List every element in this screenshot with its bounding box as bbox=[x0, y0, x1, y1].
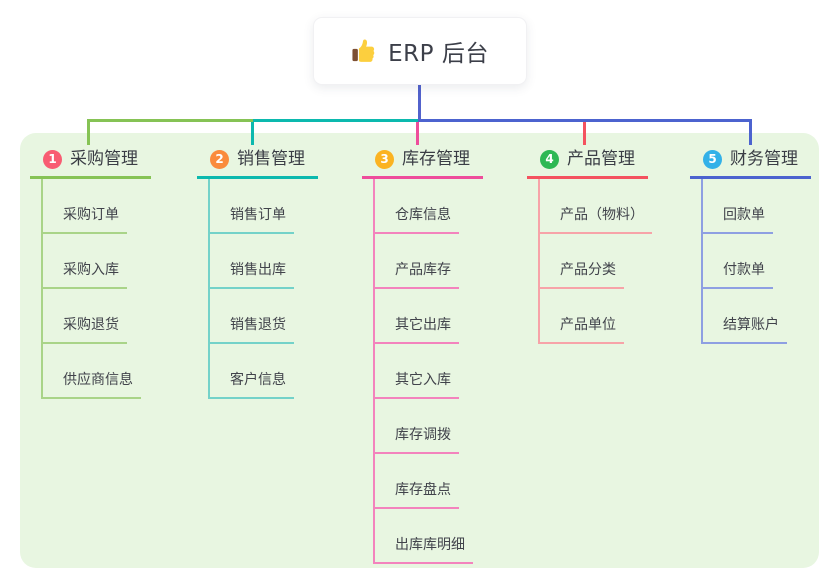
branch-5: 5 财务管理 回款单付款单结算账户 bbox=[690, 145, 811, 344]
branch-3-child-5[interactable]: 库存调拨 bbox=[375, 399, 473, 454]
branch-number-badge: 2 bbox=[210, 149, 229, 169]
branch-3-child-6[interactable]: 库存盘点 bbox=[375, 454, 473, 509]
root-connector-line bbox=[418, 85, 421, 122]
branch-title-label: 采购管理 bbox=[70, 149, 138, 169]
branches-panel bbox=[20, 133, 819, 568]
branch-1-child-4[interactable]: 供应商信息 bbox=[43, 344, 141, 399]
branch-4-child-1[interactable]: 产品（物料） bbox=[540, 179, 652, 234]
child-label: 产品（物料） bbox=[540, 204, 652, 234]
branch-drop-line-2 bbox=[251, 122, 254, 145]
branch-number-badge: 3 bbox=[375, 149, 394, 169]
branch-3-child-1[interactable]: 仓库信息 bbox=[375, 179, 473, 234]
branch-4: 4 产品管理 产品（物料） 产品分类产品单位 bbox=[527, 145, 652, 344]
child-label: 采购订单 bbox=[43, 204, 127, 234]
child-label: 库存盘点 bbox=[375, 479, 459, 509]
branch-3: 3 库存管理 仓库信息产品库存其它出库其它入库库存调拨库存盘点出库库明细 bbox=[362, 145, 483, 564]
branch-1-child-3[interactable]: 采购退货 bbox=[43, 289, 141, 344]
branch-number-badge: 1 bbox=[43, 149, 62, 169]
branch-title[interactable]: 5 财务管理 bbox=[690, 145, 811, 179]
child-label: 销售出库 bbox=[210, 259, 294, 289]
branch-1-child-1[interactable]: 采购订单 bbox=[43, 179, 141, 234]
child-label: 其它出库 bbox=[375, 314, 459, 344]
branch-2-child-1[interactable]: 销售订单 bbox=[210, 179, 294, 234]
child-label: 其它入库 bbox=[375, 369, 459, 399]
branch-children: 回款单付款单结算账户 bbox=[701, 179, 787, 344]
root-node[interactable]: ERP 后台 bbox=[313, 17, 527, 85]
branch-3-child-7[interactable]: 出库库明细 bbox=[375, 509, 473, 564]
branch-drop-line-4 bbox=[583, 122, 586, 145]
branch-1-child-2[interactable]: 采购入库 bbox=[43, 234, 141, 289]
branch-title[interactable]: 1 采购管理 bbox=[30, 145, 151, 179]
branch-3-child-2[interactable]: 产品库存 bbox=[375, 234, 473, 289]
child-label: 库存调拨 bbox=[375, 424, 459, 454]
branch-2-child-3[interactable]: 销售退货 bbox=[210, 289, 294, 344]
branch-3-child-4[interactable]: 其它入库 bbox=[375, 344, 473, 399]
bus-segment-2 bbox=[253, 119, 418, 122]
branch-2-child-4[interactable]: 客户信息 bbox=[210, 344, 294, 399]
branch-title[interactable]: 3 库存管理 bbox=[362, 145, 483, 179]
child-label: 产品库存 bbox=[375, 259, 459, 289]
child-label: 产品分类 bbox=[540, 259, 624, 289]
child-label: 结算账户 bbox=[703, 314, 787, 344]
branch-children: 采购订单采购入库采购退货供应商信息 bbox=[41, 179, 141, 399]
branch-2-child-2[interactable]: 销售出库 bbox=[210, 234, 294, 289]
branch-title[interactable]: 4 产品管理 bbox=[527, 145, 648, 179]
child-label: 采购退货 bbox=[43, 314, 127, 344]
branch-title-label: 销售管理 bbox=[237, 149, 305, 169]
child-label: 销售退货 bbox=[210, 314, 294, 344]
child-label: 出库库明细 bbox=[375, 534, 473, 564]
branch-title-label: 产品管理 bbox=[567, 149, 635, 169]
root-title: ERP 后台 bbox=[388, 41, 489, 67]
branch-5-child-1[interactable]: 回款单 bbox=[703, 179, 787, 234]
branch-1: 1 采购管理 采购订单采购入库采购退货供应商信息 bbox=[30, 145, 151, 399]
child-label: 供应商信息 bbox=[43, 369, 141, 399]
child-label: 客户信息 bbox=[210, 369, 294, 399]
branch-title-label: 财务管理 bbox=[730, 149, 798, 169]
thumbs-up-icon bbox=[351, 38, 377, 64]
branch-4-child-3[interactable]: 产品单位 bbox=[540, 289, 652, 344]
branch-children: 产品（物料） 产品分类产品单位 bbox=[538, 179, 652, 344]
branch-5-child-3[interactable]: 结算账户 bbox=[703, 289, 787, 344]
branch-title-label: 库存管理 bbox=[402, 149, 470, 169]
child-label: 采购入库 bbox=[43, 259, 127, 289]
child-label: 回款单 bbox=[703, 204, 773, 234]
bus-segment-3 bbox=[421, 119, 752, 122]
child-label: 产品单位 bbox=[540, 314, 624, 344]
branch-children: 仓库信息产品库存其它出库其它入库库存调拨库存盘点出库库明细 bbox=[373, 179, 473, 564]
branch-drop-line-1 bbox=[87, 119, 90, 145]
branch-children: 销售订单销售出库销售退货客户信息 bbox=[208, 179, 294, 399]
bus-segment-1 bbox=[87, 119, 253, 122]
child-label: 仓库信息 bbox=[375, 204, 459, 234]
branch-drop-line-3 bbox=[416, 122, 419, 145]
branch-title[interactable]: 2 销售管理 bbox=[197, 145, 318, 179]
child-label: 付款单 bbox=[703, 259, 773, 289]
child-label: 销售订单 bbox=[210, 204, 294, 234]
branch-4-child-2[interactable]: 产品分类 bbox=[540, 234, 652, 289]
branch-number-badge: 4 bbox=[540, 149, 559, 169]
branch-drop-line-5 bbox=[749, 119, 752, 145]
branch-2: 2 销售管理 销售订单销售出库销售退货客户信息 bbox=[197, 145, 318, 399]
branch-3-child-3[interactable]: 其它出库 bbox=[375, 289, 473, 344]
branch-number-badge: 5 bbox=[703, 149, 722, 169]
branch-5-child-2[interactable]: 付款单 bbox=[703, 234, 787, 289]
